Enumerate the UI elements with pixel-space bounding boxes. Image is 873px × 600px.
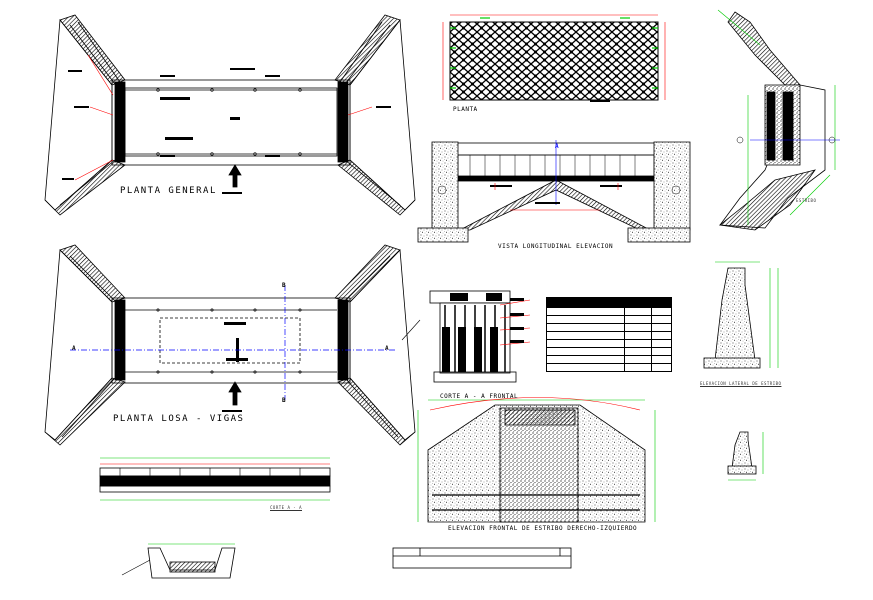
corte-a-a-longitudinal [99,457,331,501]
section-b-bottom: B [282,397,287,404]
section-a-right: A [385,345,390,352]
deck-cross-section [121,543,236,579]
corte-aa-frontal-title: CORTE A - A FRONTAL [440,393,519,400]
estribo-title: ESTRIBO [796,198,817,203]
planta-reinforcement-mesh [442,14,666,102]
table-row [546,339,672,348]
section-a-left: A [72,345,77,352]
planta-losa-vigas-title: PLANTA LOSA - VIGAS [113,414,245,424]
vista-longitudinal-elevation [417,140,691,243]
section-b-top: B [282,282,287,289]
table-row [546,307,672,316]
vista-longitudinal-title: VISTA LONGITUDINAL ELEVACION [498,243,614,250]
corte-reinforcement-detail [401,290,531,383]
elevacion-lateral-estribo [703,261,779,369]
table-row [546,331,672,340]
planta-general-title: PLANTA GENERAL [120,186,217,196]
table-row [546,355,672,364]
table-row [546,347,672,356]
table-row [546,315,672,324]
section-a-vista: A [555,143,560,150]
planta-title: PLANTA [453,106,478,113]
corte-small-section [727,431,764,481]
corte-aa-title: CORTE A - A [270,505,302,510]
table-row [546,363,672,372]
table-header-row [546,297,672,308]
elevacion-lateral-title: ELEVACION LATERAL DE ESTRIBO [700,381,782,386]
planta-losa-vigas-plan [44,244,416,446]
elevacion-frontal-title: ELEVACION FRONTAL DE ESTRIBO DERECHO-IZQ… [448,525,638,532]
table-row [546,323,672,332]
railing-elevation [392,547,572,569]
elevacion-frontal-estribo [417,397,656,523]
estribo-plan [717,9,840,231]
quantities-table [546,297,672,372]
planta-general-plan [44,14,416,216]
